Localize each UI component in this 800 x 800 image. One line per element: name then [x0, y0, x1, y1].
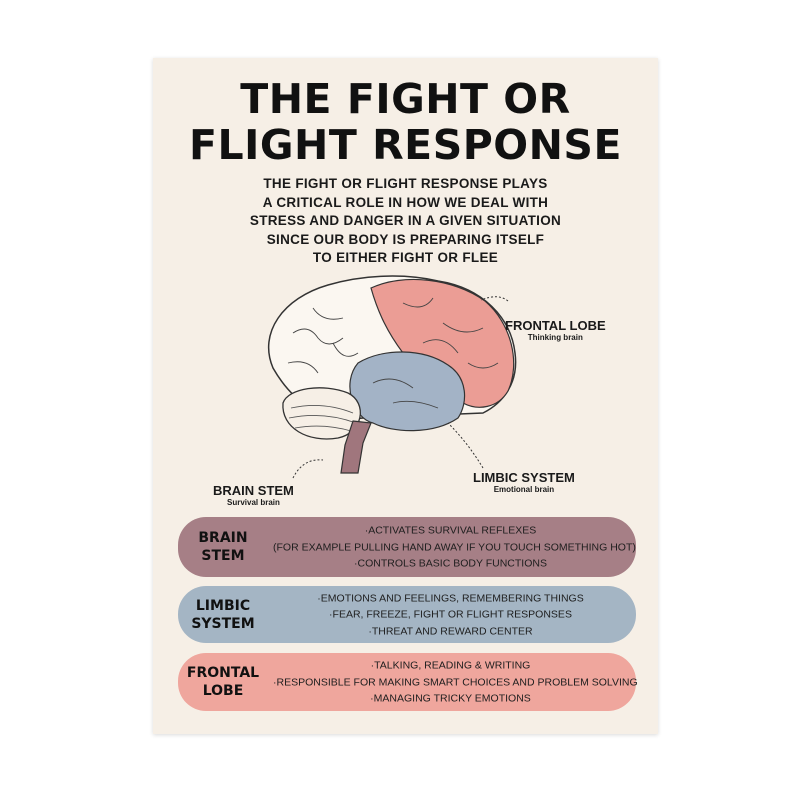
section-body: ·ACTIVATES SURVIVAL REFLEXES (FOR EXAMPLE…	[273, 522, 636, 572]
body-line: ·MANAGING TRICKY EMOTIONS	[370, 692, 531, 705]
intro-line: THE FIGHT OR FLIGHT RESPONSE PLAYS	[263, 176, 548, 191]
title-line: FLIGHT RESPONSE	[189, 121, 622, 169]
intro-line: A CRITICAL ROLE IN HOW WE DEAL WITH	[262, 194, 549, 210]
label-name: BRAIN STEM	[213, 483, 294, 498]
section-heading: BRAIN STEM	[178, 529, 268, 565]
label-sub: Survival brain	[226, 498, 280, 507]
intro-line: SINCE OUR BODY IS PREPARING ITSELF	[266, 231, 545, 247]
brain-illustration	[267, 275, 517, 474]
poster-title: THE FIGHT OR FLIGHT RESPONSE	[153, 76, 658, 168]
heading-line: BRAIN	[198, 530, 248, 546]
label-sub: Thinking brain	[527, 333, 583, 342]
pointer-arrows	[292, 296, 509, 479]
body-line: ·ACTIVATES SURVIVAL REFLEXES	[364, 524, 537, 537]
heading-line: LIMBIC	[195, 597, 251, 614]
body-line: ·CONTROLS BASIC BODY FUNCTIONS	[354, 557, 547, 570]
intro-line: STRESS AND DANGER IN A GIVEN SITUATION	[249, 213, 562, 228]
heading-line: FRONTAL	[186, 665, 260, 681]
body-line: (FOR EXAMPLE PULLING HAND AWAY IF YOU TO…	[273, 540, 636, 553]
frontal-lobe-label: FRONTAL LOBE Thinking brain	[505, 318, 606, 342]
title-line: THE FIGHT OR	[240, 75, 571, 123]
cerebellum	[282, 387, 361, 440]
section-heading: FRONTAL LOBE	[178, 664, 268, 700]
label-name: FRONTAL LOBE	[505, 318, 606, 333]
stem-arrow	[292, 459, 324, 479]
limbic-system-label: LIMBIC SYSTEM Emotional brain	[473, 470, 575, 494]
label-sub: Emotional brain	[493, 485, 555, 494]
intro-text: THE FIGHT OR FLIGHT RESPONSE PLAYS A CRI…	[153, 175, 658, 268]
heading-line: STEM	[201, 548, 245, 564]
frontal-arrow	[480, 296, 509, 302]
label-name: LIMBIC SYSTEM	[473, 470, 575, 485]
body-line: ·EMOTIONS AND FEELINGS, REMEMBERING THIN…	[317, 591, 584, 604]
section-brain-stem: BRAIN STEM ·ACTIVATES SURVIVAL REFLEXES (F…	[178, 517, 636, 577]
poster: THE FIGHT OR FLIGHT RESPONSE THE FIGHT O…	[153, 58, 658, 734]
brain-stem-label: BRAIN STEM Survival brain	[213, 483, 294, 507]
section-body: ·EMOTIONS AND FEELINGS, REMEMBERING THIN…	[273, 590, 628, 640]
body-line: ·THREAT AND REWARD CENTER	[368, 624, 533, 637]
body-line: ·RESPONSIBLE FOR MAKING SMART CHOICES AN…	[273, 675, 638, 688]
body-line: ·TALKING, READING & WRITING	[370, 659, 531, 672]
limbic-arrow	[447, 422, 484, 469]
intro-line: TO EITHER FIGHT OR FLEE	[312, 250, 499, 265]
heading-line: SYSTEM	[191, 615, 255, 632]
brain-stem-region	[340, 420, 372, 474]
section-body: ·TALKING, READING & WRITING ·RESPONSIBLE …	[273, 657, 638, 707]
body-line: ·FEAR, FREEZE, FIGHT OR FLIGHT RESPONSES	[329, 608, 572, 621]
heading-line: LOBE	[202, 683, 244, 699]
